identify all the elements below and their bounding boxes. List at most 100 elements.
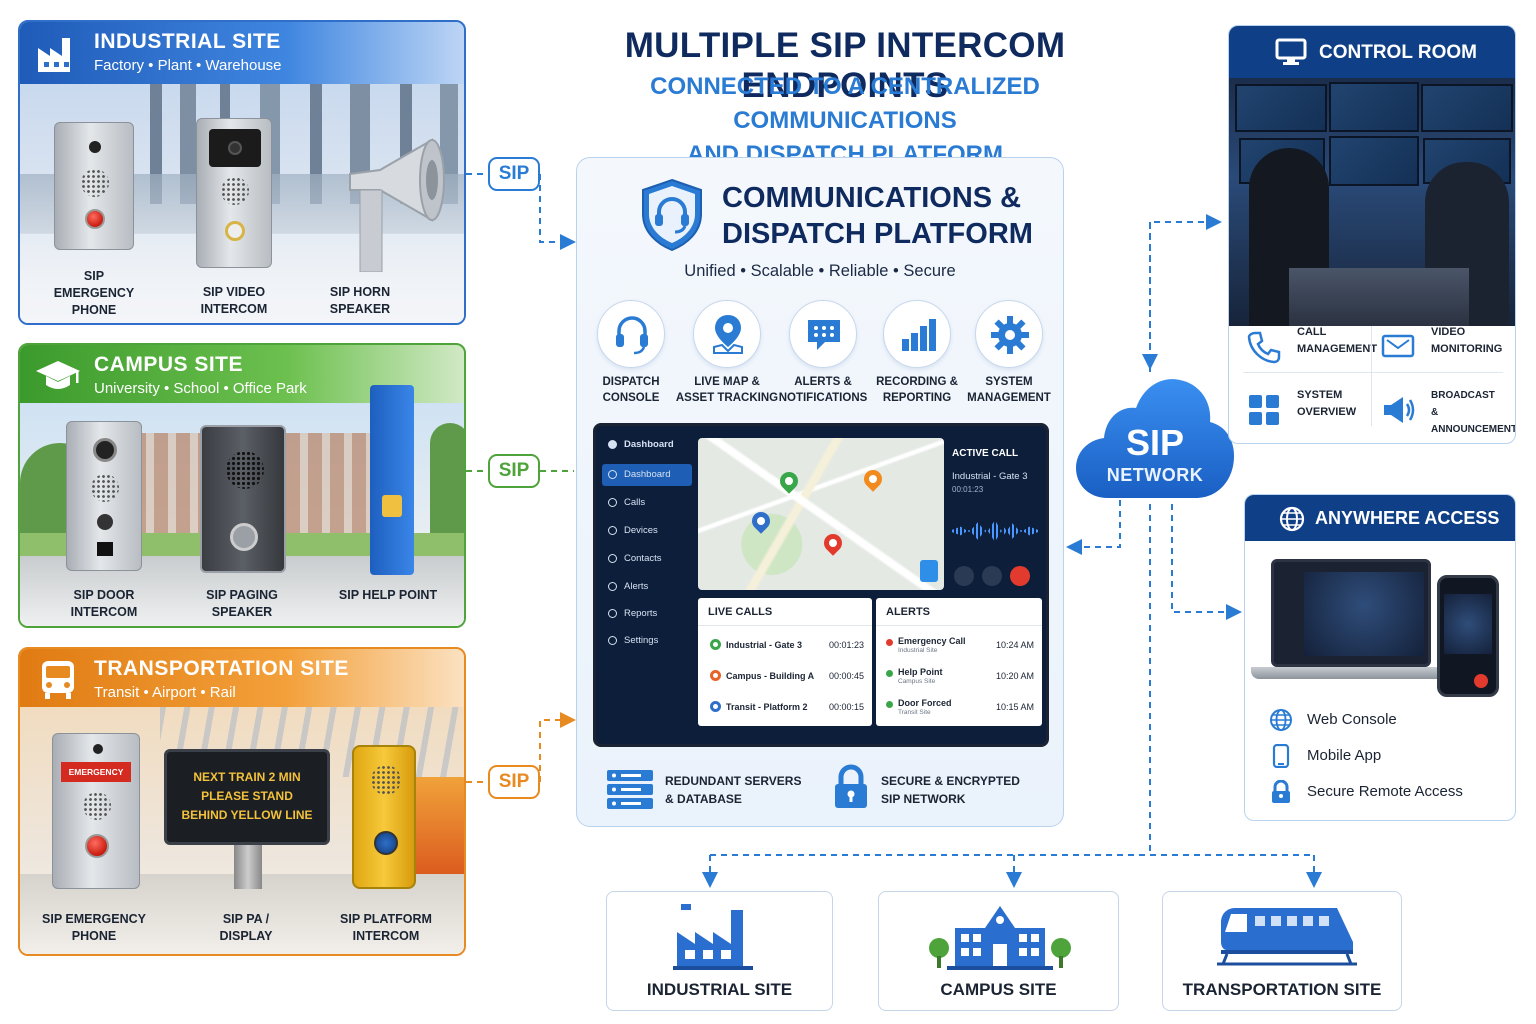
nav-label: Alerts xyxy=(624,581,649,592)
secure-remote-access-item[interactable]: Secure Remote Access xyxy=(1269,779,1463,805)
map-pin-green[interactable] xyxy=(776,468,802,494)
bottom-transport-site[interactable]: TRANSPORTATION SITE xyxy=(1162,891,1402,1011)
device-label: SIP PLATFORM INTERCOM xyxy=(340,912,432,943)
mic-icon[interactable] xyxy=(954,566,974,586)
item-line: MANAGEMENT xyxy=(1297,343,1378,355)
call-button-icon xyxy=(97,514,113,530)
status-dot xyxy=(710,701,721,712)
footer-line: SIP NETWORK xyxy=(881,792,966,806)
camera-icon xyxy=(93,438,117,462)
monitor-icon xyxy=(1275,38,1307,65)
dashboard-icon xyxy=(608,470,617,479)
video-wall-monitor xyxy=(1235,84,1327,132)
nav-contacts[interactable]: Contacts xyxy=(602,548,692,570)
feature-label: RECORDING & xyxy=(876,376,958,388)
campus-site-subtitle: University • School • Office Park xyxy=(94,380,307,397)
map-control-icon[interactable] xyxy=(920,560,938,582)
page-title: MULTIPLE SIP INTERCOM ENDPOINTS xyxy=(624,26,1066,105)
feature-live-map[interactable]: LIVE MAP &ASSET TRACKING xyxy=(675,300,779,406)
campus-building-icon xyxy=(929,906,1071,970)
bottom-site-label: INDUSTRIAL SITE xyxy=(646,980,793,999)
broadcast-item[interactable]: BROADCAST& ANNOUNCEMENTS xyxy=(1381,387,1515,437)
item-line: VIDEO xyxy=(1431,326,1466,338)
feature-recording[interactable]: RECORDING &REPORTING xyxy=(869,300,965,406)
speaker-grille-icon xyxy=(226,451,264,489)
mobile-app-item[interactable]: Mobile App xyxy=(1269,743,1381,769)
alert-dot xyxy=(886,670,893,677)
platform-title-line: DISPATCH PLATFORM xyxy=(722,218,1033,250)
footer-line: & DATABASE xyxy=(665,792,742,806)
active-call-panel: ACTIVE CALL Industrial - Gate 3 00:01:23 xyxy=(952,438,1044,590)
shield-headset-icon xyxy=(642,178,702,252)
map-pin-orange[interactable] xyxy=(860,466,886,492)
control-desk xyxy=(1289,268,1469,326)
call-duration: 00:00:15 xyxy=(828,702,864,712)
nav-label: Devices xyxy=(624,525,658,536)
hangup-icon xyxy=(1474,674,1488,688)
dispatch-platform-panel: COMMUNICATIONS & DISPATCH PLATFORM Unifi… xyxy=(576,157,1064,827)
dashboard-sidebar: Dashboard Dashboard Calls Devices Contac… xyxy=(596,426,696,744)
transport-site-panel[interactable]: TRANSPORTATION SITE Transit • Airport • … xyxy=(18,647,466,956)
nav-label: Reports xyxy=(624,608,658,619)
industrial-site-panel[interactable]: INDUSTRIAL SITE Factory • Plant • Wareho… xyxy=(18,20,466,325)
device-icon xyxy=(608,526,617,535)
nav-label: Settings xyxy=(624,635,659,646)
map-pin-blue[interactable] xyxy=(748,508,774,534)
campus-site-panel[interactable]: CAMPUS SITE University • School • Office… xyxy=(18,343,466,628)
divider xyxy=(1243,372,1503,373)
nav-devices[interactable]: Devices xyxy=(602,520,692,542)
device-label: SIP HELP POINT xyxy=(338,588,438,602)
live-map[interactable] xyxy=(698,438,944,590)
map-pin-icon xyxy=(693,300,761,368)
item-line: OVERVIEW xyxy=(1297,406,1357,418)
cloud-title: SIP xyxy=(1125,422,1185,463)
transport-site-header: TRANSPORTATION SITE Transit • Airport • … xyxy=(20,649,464,707)
video-intercom-device xyxy=(196,118,272,268)
platform-intercom-device xyxy=(352,745,416,889)
video-icon xyxy=(1381,334,1415,358)
nav-calls[interactable]: Calls xyxy=(602,492,692,514)
speaker-icon[interactable] xyxy=(982,566,1002,586)
call-duration: 00:00:45 xyxy=(828,671,864,681)
campus-site-header: CAMPUS SITE University • School • Office… xyxy=(20,345,464,403)
hangup-icon[interactable] xyxy=(1010,566,1030,586)
map-pin-red[interactable] xyxy=(820,530,846,556)
divider xyxy=(1371,326,1372,426)
feature-alerts[interactable]: ALERTS &NOTIFICATIONS xyxy=(775,300,871,406)
industrial-site-header: INDUSTRIAL SITE Factory • Plant • Wareho… xyxy=(20,22,464,84)
nav-alerts[interactable]: Alerts xyxy=(602,576,692,598)
audio-waveform-icon xyxy=(952,520,1038,542)
bottom-industrial-site[interactable]: INDUSTRIAL SITE xyxy=(606,891,833,1011)
feature-label: NOTIFICATIONS xyxy=(778,392,868,404)
nav-reports[interactable]: Reports xyxy=(602,603,692,625)
web-console-item[interactable]: Web Console xyxy=(1269,707,1397,733)
call-duration: 00:01:23 xyxy=(828,640,864,650)
globe-icon xyxy=(1279,506,1305,532)
nav-settings[interactable]: Settings xyxy=(602,630,692,652)
nav-dashboard[interactable]: Dashboard xyxy=(602,464,692,486)
bottom-site-label: TRANSPORTATION SITE xyxy=(1182,980,1382,999)
alert-time: 10:24 AM xyxy=(995,640,1034,650)
feature-label: LIVE MAP & xyxy=(694,376,760,388)
item-line: MONITORING xyxy=(1431,343,1503,355)
video-monitoring-item[interactable]: VIDEO MONITORING xyxy=(1381,324,1509,374)
access-label: Secure Remote Access xyxy=(1307,783,1463,800)
call-button-icon xyxy=(85,209,105,229)
video-wall-monitor xyxy=(1329,136,1419,186)
speaker-grille-icon xyxy=(221,177,249,205)
nav-label: Dashboard xyxy=(624,469,671,480)
bottom-campus-site[interactable]: CAMPUS SITE xyxy=(878,891,1119,1011)
campus-site-title: CAMPUS SITE xyxy=(94,353,244,376)
feature-label: DISPATCH xyxy=(602,376,660,388)
